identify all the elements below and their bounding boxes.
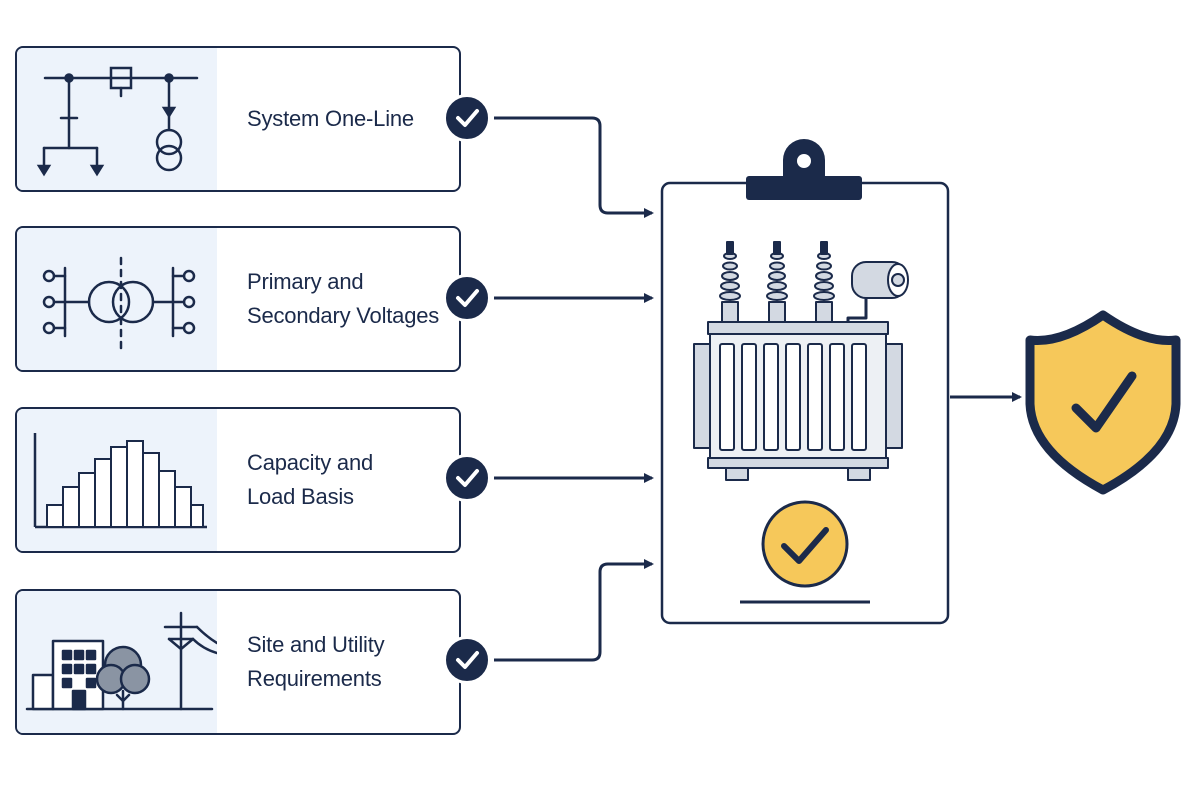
card-label-system-one-line: System One-Line bbox=[247, 48, 447, 190]
label-line: Secondary Voltages bbox=[247, 303, 440, 328]
clipboard-clip bbox=[746, 139, 862, 200]
transformer-icon bbox=[693, 241, 909, 481]
check-circle-icon bbox=[761, 500, 849, 588]
input-card-site-utility: Site and Utility Requirements bbox=[15, 589, 461, 735]
connector-arrow-1 bbox=[494, 116, 654, 218]
card-label-voltages: Primary and Secondary Voltages bbox=[247, 228, 447, 370]
card-icon-panel bbox=[17, 409, 217, 551]
card-icon-panel bbox=[17, 48, 217, 190]
card-icon-panel bbox=[17, 591, 217, 733]
check-icon bbox=[456, 109, 479, 127]
card-label-site-utility: Site and Utility Requirements bbox=[247, 591, 447, 733]
check-badge-3 bbox=[443, 454, 491, 502]
card-label-capacity-load: Capacity and Load Basis bbox=[247, 409, 447, 551]
check-badge-1 bbox=[443, 94, 491, 142]
label-line: Primary and bbox=[247, 269, 364, 294]
label-line: Capacity and bbox=[247, 450, 374, 475]
input-card-capacity-load: Capacity and Load Basis bbox=[15, 407, 461, 553]
input-card-voltages: Primary and Secondary Voltages bbox=[15, 226, 461, 372]
check-badge-2 bbox=[443, 274, 491, 322]
input-card-system-one-line: System One-Line bbox=[15, 46, 461, 192]
transformer-windings-icon bbox=[42, 256, 196, 350]
label-line: Requirements bbox=[247, 666, 382, 691]
check-badge-4 bbox=[443, 636, 491, 684]
label-line: Load Basis bbox=[247, 484, 354, 509]
label-line: Site and Utility bbox=[247, 632, 385, 657]
card-icon-panel bbox=[17, 228, 217, 370]
check-icon bbox=[456, 651, 479, 669]
label-line: System One-Line bbox=[247, 106, 414, 131]
connector-arrow-4 bbox=[494, 559, 654, 662]
check-icon bbox=[456, 469, 479, 487]
check-icon bbox=[456, 289, 479, 307]
load-histogram-icon bbox=[33, 433, 207, 529]
one-line-diagram-icon bbox=[36, 66, 199, 177]
site-building-pole-icon bbox=[25, 611, 217, 711]
